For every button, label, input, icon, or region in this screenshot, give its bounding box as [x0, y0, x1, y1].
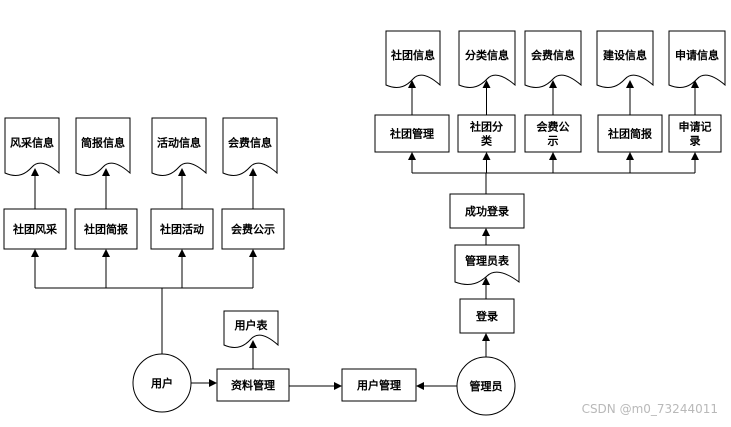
- admin-module-1-label: 社团管理: [389, 127, 434, 141]
- user-module-2: [74, 208, 138, 250]
- user-module-3: [150, 208, 214, 250]
- user-module-4-label: 会费公示: [231, 222, 275, 236]
- admin-module-2: [457, 114, 516, 153]
- user-mgmt-box: [341, 368, 417, 402]
- user-mgmt-box-label: 用户管理: [357, 378, 401, 392]
- admin-module-3: [524, 114, 582, 153]
- admin-doc-3-label: 会费信息: [531, 48, 575, 62]
- user-doc-4-label: 会费信息: [228, 136, 272, 150]
- user-doc-3: [151, 117, 207, 176]
- admin-module-3-label-line-1: 会费公: [537, 120, 570, 134]
- admin-doc-5-label: 申请信息: [675, 48, 719, 62]
- login-box-label: 登录: [475, 309, 498, 323]
- user-module-1: [3, 208, 67, 250]
- admin-table-doc: [454, 244, 520, 285]
- user-module-3-label: 社团活动: [159, 222, 204, 236]
- user-module-1-label: 社团风采: [12, 222, 58, 236]
- profile-mgmt-box-label: 资料管理: [231, 378, 275, 392]
- admin-table-doc-label: 管理员表: [465, 254, 510, 268]
- user-node-label: 用户: [151, 376, 173, 390]
- admin-module-1: [374, 114, 450, 153]
- admin-doc-1: [385, 30, 441, 88]
- admin-module-5-label-line-2: 录: [690, 135, 701, 148]
- admin-module-3-label-line-2: 示: [547, 135, 559, 148]
- admin-doc-2: [458, 30, 516, 88]
- admin-doc-1-label: 社团信息: [390, 48, 435, 62]
- admin-node: [456, 356, 516, 416]
- user-doc-3-label: 活动信息: [157, 136, 201, 150]
- login-box: [459, 298, 515, 334]
- login-success-box: [449, 193, 525, 229]
- admin-module-4-label: 社团简报: [607, 127, 653, 141]
- user-doc-2-label: 简报信息: [81, 136, 125, 150]
- admin-module-2-label-line-2: 类: [481, 134, 493, 148]
- user-doc-1: [4, 117, 60, 176]
- admin-node-label: 管理员: [470, 379, 503, 393]
- admin-doc-4-label: 建设信息: [603, 48, 647, 62]
- admin-module-5-label-line-1: 申请记: [679, 120, 712, 134]
- admin-module-4: [597, 114, 663, 153]
- admin-module-5: [668, 114, 722, 153]
- watermark: CSDN @m0_73244011: [582, 402, 718, 416]
- admin-doc-2-label: 分类信息: [465, 48, 509, 62]
- user-table-doc-label: 用户表: [235, 318, 269, 332]
- user-doc-1-label: 风采信息: [10, 136, 54, 150]
- login-success-box-label: 成功登录: [465, 204, 509, 218]
- user-doc-4: [222, 117, 278, 176]
- user-module-2-label: 社团简报: [83, 222, 129, 236]
- admin-doc-5: [668, 30, 726, 88]
- admin-doc-4: [596, 30, 654, 88]
- profile-mgmt-box: [216, 368, 290, 402]
- user-doc-2: [75, 117, 131, 176]
- user-table-doc: [223, 310, 279, 348]
- admin-doc-3: [524, 30, 582, 88]
- user-node: [132, 353, 192, 413]
- user-module-4: [221, 208, 285, 250]
- admin-module-2-label-line-1: 社团分: [469, 120, 503, 134]
